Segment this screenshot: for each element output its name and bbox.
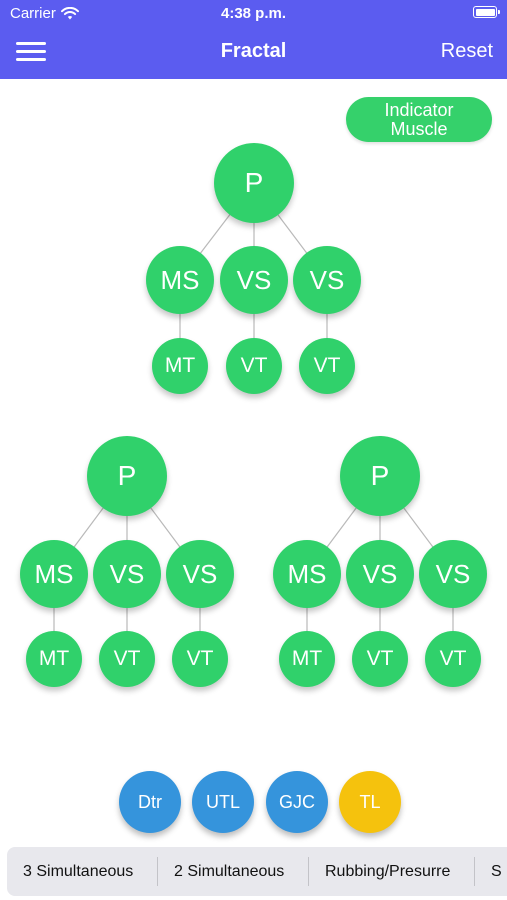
tool-dtr-button[interactable]: Dtr: [119, 771, 181, 833]
node-ms[interactable]: MS: [273, 540, 341, 608]
node-vs[interactable]: VS: [346, 540, 414, 608]
node-p[interactable]: P: [87, 436, 167, 516]
tool-gjc-button[interactable]: GJC: [266, 771, 328, 833]
node-vs[interactable]: VS: [93, 540, 161, 608]
indicator-label-line1: Indicator: [384, 99, 454, 120]
mode-segmented-control: 3 Simultaneous 2 Simultaneous Rubbing/Pr…: [7, 847, 507, 896]
node-vs[interactable]: VS: [293, 246, 361, 314]
node-vs[interactable]: VS: [419, 540, 487, 608]
battery-icon: [473, 6, 500, 18]
segment-divider: [308, 857, 309, 886]
node-vs[interactable]: VS: [220, 246, 288, 314]
segment-rubbing-pressure[interactable]: Rubbing/Presurre: [325, 862, 451, 880]
node-ms[interactable]: MS: [20, 540, 88, 608]
tool-utl-button[interactable]: UTL: [192, 771, 254, 833]
hamburger-menu-icon[interactable]: [16, 42, 46, 62]
node-vt[interactable]: VT: [299, 338, 355, 394]
segment-s[interactable]: S: [491, 862, 502, 880]
node-mt[interactable]: MT: [279, 631, 335, 687]
node-vs[interactable]: VS: [166, 540, 234, 608]
node-vt[interactable]: VT: [226, 338, 282, 394]
node-p[interactable]: P: [214, 143, 294, 223]
indicator-label-line2: Muscle: [390, 118, 448, 139]
segment-2-simultaneous[interactable]: 2 Simultaneous: [174, 862, 285, 880]
node-vt[interactable]: VT: [352, 631, 408, 687]
node-ms[interactable]: MS: [146, 246, 214, 314]
segment-divider: [157, 857, 158, 886]
segment-3-simultaneous[interactable]: 3 Simultaneous: [23, 862, 134, 880]
indicator-muscle-button[interactable]: Indicator Muscle: [346, 97, 492, 142]
carrier-label: Carrier: [10, 5, 56, 22]
node-vt[interactable]: VT: [99, 631, 155, 687]
reset-button[interactable]: Reset: [440, 40, 493, 62]
segment-divider: [474, 857, 475, 886]
page-title: Fractal: [220, 40, 287, 62]
tool-tl-button[interactable]: TL: [339, 771, 401, 833]
status-carrier: Carrier: [10, 5, 79, 22]
wifi-icon: [60, 7, 79, 20]
status-time: 4:38 p.m.: [220, 5, 287, 22]
node-vt[interactable]: VT: [172, 631, 228, 687]
node-mt[interactable]: MT: [152, 338, 208, 394]
node-vt[interactable]: VT: [425, 631, 481, 687]
node-mt[interactable]: MT: [26, 631, 82, 687]
navigation-header: Carrier 4:38 p.m. Fractal Reset: [0, 0, 507, 79]
node-p[interactable]: P: [340, 436, 420, 516]
